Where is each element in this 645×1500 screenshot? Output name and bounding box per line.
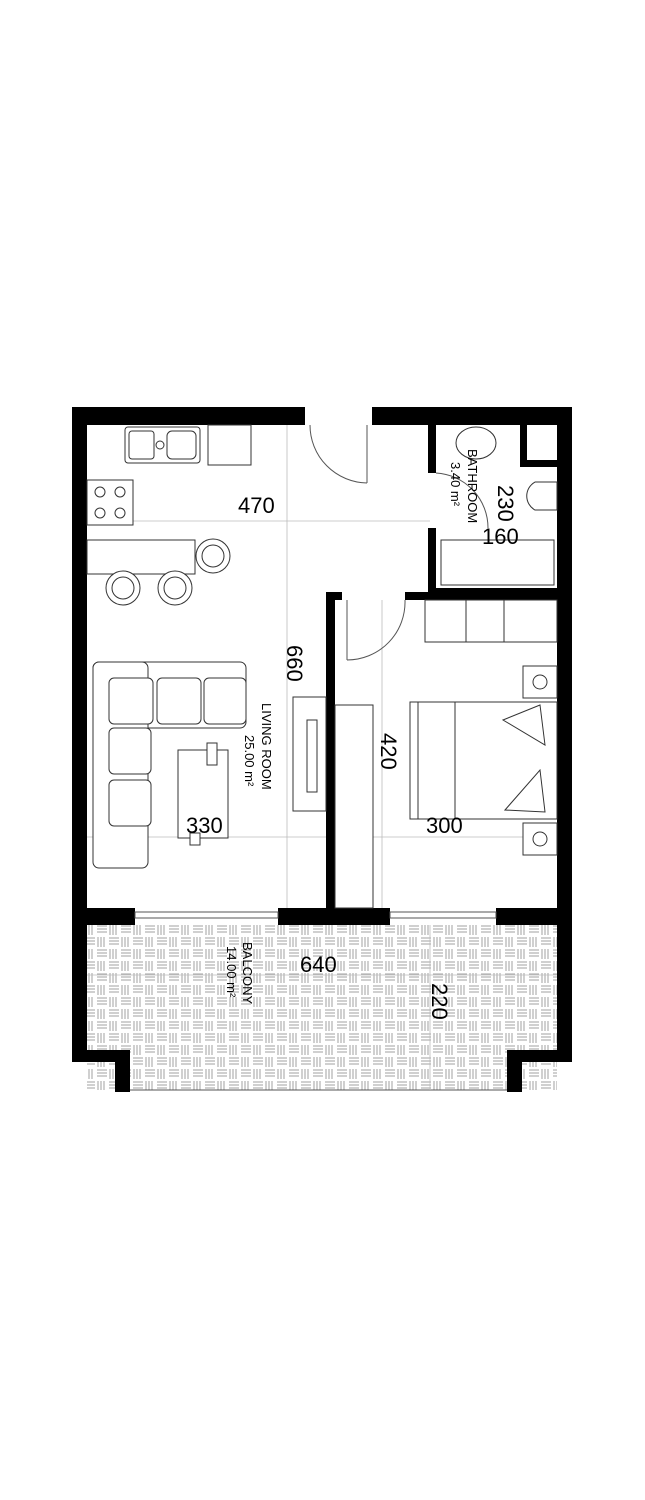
dim-balcony-depth: 220 bbox=[427, 983, 452, 1020]
entrance-door[interactable] bbox=[309, 424, 368, 484]
dim-kitchen-width: 470 bbox=[238, 493, 275, 518]
stove bbox=[86, 479, 134, 526]
nightstands bbox=[522, 665, 558, 856]
toilet bbox=[526, 481, 558, 511]
living-room-name: LIVING ROOM bbox=[259, 703, 274, 790]
bathroom-area: 3.40 m² bbox=[448, 462, 463, 507]
walls bbox=[72, 407, 572, 1092]
bathroom-door[interactable] bbox=[435, 472, 489, 529]
balcony-floor bbox=[87, 925, 557, 1090]
dim-living-depth: 660 bbox=[282, 645, 307, 682]
balcony-windows[interactable] bbox=[134, 911, 497, 919]
balcony-name: BALCONY bbox=[240, 942, 255, 1004]
kitchen-sink bbox=[124, 426, 201, 464]
kitchen-counter bbox=[86, 539, 196, 575]
tv-unit bbox=[292, 696, 327, 812]
desk bbox=[334, 704, 374, 909]
coffee-table bbox=[177, 742, 229, 846]
dim-bathroom-width: 160 bbox=[482, 524, 519, 549]
bathroom-name: BATHROOM bbox=[465, 449, 480, 523]
dim-bedroom-depth: 420 bbox=[376, 733, 401, 770]
bedroom-door[interactable] bbox=[346, 599, 406, 661]
dim-bathroom-depth: 230 bbox=[493, 485, 518, 522]
bar-stools bbox=[105, 538, 231, 606]
balcony-area: 14.00 m² bbox=[224, 946, 239, 998]
living-room-area: 25.00 m² bbox=[242, 735, 257, 787]
dim-living-width: 330 bbox=[186, 813, 223, 838]
bed bbox=[409, 701, 558, 820]
dim-balcony-width: 640 bbox=[300, 952, 337, 977]
fridge bbox=[207, 424, 252, 466]
dim-bedroom-width: 300 bbox=[426, 813, 463, 838]
shower-tray bbox=[440, 539, 555, 586]
sofa bbox=[92, 661, 247, 869]
dimension-guides bbox=[87, 425, 557, 1090]
wardrobe bbox=[424, 599, 558, 643]
washbasin bbox=[455, 426, 497, 460]
